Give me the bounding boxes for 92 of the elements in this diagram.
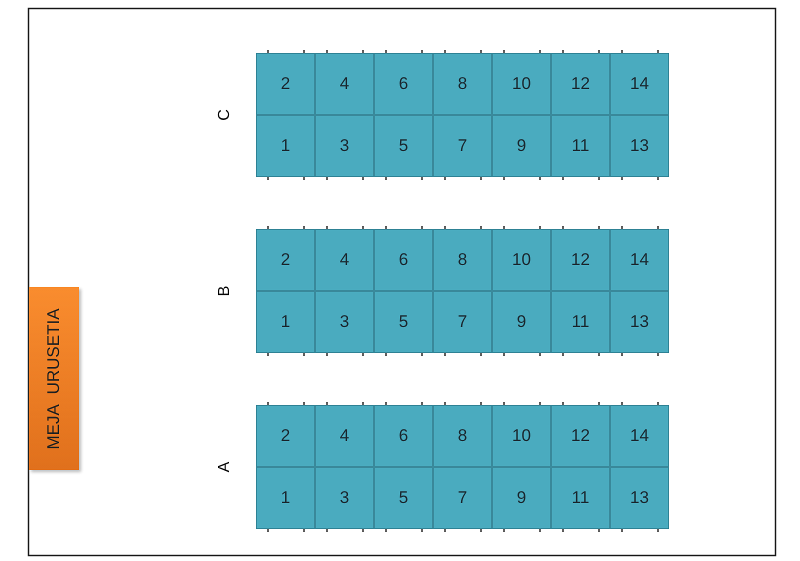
seat-cell <box>492 291 551 353</box>
seat-cell <box>551 291 610 353</box>
seat-number: 3 <box>340 312 350 332</box>
seat-cell <box>374 229 433 291</box>
seat-cell <box>315 405 374 467</box>
seat-number: 7 <box>458 312 468 332</box>
seat-number: 11 <box>572 136 590 156</box>
seating-block <box>256 405 669 529</box>
seat-cell <box>315 467 374 529</box>
seat-cell <box>433 291 492 353</box>
seat-cell <box>315 53 374 115</box>
seat-cell <box>315 115 374 177</box>
seat-number: 11 <box>572 488 590 508</box>
seat-number: 5 <box>398 488 408 508</box>
seat-number: 6 <box>398 250 408 270</box>
seat-number: 14 <box>630 74 649 94</box>
seat-number: 9 <box>516 312 526 332</box>
seat-cell <box>374 405 433 467</box>
seat-number: 12 <box>571 74 590 94</box>
desk-label: MEJA URUSETIA <box>44 308 64 450</box>
seat-number: 13 <box>630 488 649 508</box>
seat-cell <box>256 115 315 177</box>
seat-cell <box>610 229 669 291</box>
seat-number: 9 <box>516 488 526 508</box>
seating-block <box>256 229 669 353</box>
seat-cell <box>374 291 433 353</box>
seat-cell <box>610 53 669 115</box>
seat-cell <box>256 291 315 353</box>
seat-cell <box>315 229 374 291</box>
desk-box <box>29 287 79 470</box>
seat-number: 6 <box>398 74 408 94</box>
row-letter: C <box>216 109 234 121</box>
seat-cell <box>374 53 433 115</box>
seat-number: 11 <box>572 312 590 332</box>
seat-number: 8 <box>458 426 468 446</box>
seat-number: 2 <box>280 426 290 446</box>
seat-cell <box>492 229 551 291</box>
seat-cell <box>492 405 551 467</box>
seat-cell <box>492 467 551 529</box>
row-letter: A <box>216 462 234 472</box>
seat-cell <box>610 467 669 529</box>
seat-number: 13 <box>630 312 649 332</box>
seat-cell <box>551 467 610 529</box>
seat-cell <box>433 53 492 115</box>
seat-cell <box>433 405 492 467</box>
seat-number: 8 <box>458 74 468 94</box>
seat-cell <box>374 467 433 529</box>
seat-cell <box>256 229 315 291</box>
seat-cell <box>315 291 374 353</box>
seat-number: 4 <box>340 250 350 270</box>
seat-number: 5 <box>398 136 408 156</box>
row-letter: B <box>216 286 234 296</box>
seat-number: 1 <box>280 488 290 508</box>
seat-number: 14 <box>630 250 649 270</box>
seat-cell <box>433 229 492 291</box>
seat-number: 7 <box>458 488 468 508</box>
seat-number: 9 <box>516 136 526 156</box>
seat-number: 7 <box>458 136 468 156</box>
seat-number: 12 <box>571 426 590 446</box>
seat-cell <box>256 467 315 529</box>
seat-cell <box>551 405 610 467</box>
seat-cell <box>551 229 610 291</box>
seat-number: 10 <box>512 250 531 270</box>
seat-number: 13 <box>630 136 649 156</box>
seat-cell <box>610 405 669 467</box>
seating-block <box>256 53 669 177</box>
seat-number: 2 <box>280 74 290 94</box>
seat-number: 6 <box>398 426 408 446</box>
seat-number: 12 <box>571 250 590 270</box>
seat-number: 14 <box>630 426 649 446</box>
seat-cell <box>256 405 315 467</box>
seat-cell <box>492 115 551 177</box>
seat-number: 5 <box>398 312 408 332</box>
seat-cell <box>551 53 610 115</box>
seat-number: 10 <box>512 426 531 446</box>
seat-number: 4 <box>340 426 350 446</box>
seat-cell <box>551 115 610 177</box>
seat-cell <box>492 53 551 115</box>
seat-cell <box>433 115 492 177</box>
seat-number: 4 <box>340 74 350 94</box>
seat-number: 3 <box>340 136 350 156</box>
seat-number: 10 <box>512 74 531 94</box>
seat-number: 3 <box>340 488 350 508</box>
seat-number: 2 <box>280 250 290 270</box>
seat-cell <box>256 53 315 115</box>
seat-cell <box>610 291 669 353</box>
seat-cell <box>433 467 492 529</box>
seat-number: 1 <box>280 312 290 332</box>
seat-cell <box>610 115 669 177</box>
seat-cell <box>374 115 433 177</box>
seat-number: 8 <box>458 250 468 270</box>
seat-number: 1 <box>280 136 290 156</box>
